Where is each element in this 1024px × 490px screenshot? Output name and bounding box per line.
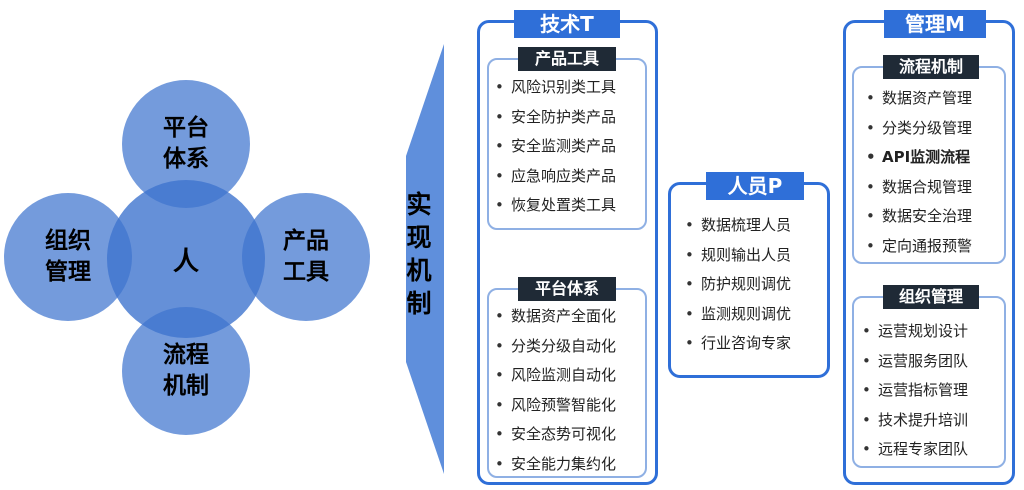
process-title: 流程机制 bbox=[883, 55, 979, 79]
list-item: 规则输出人员 bbox=[685, 241, 791, 271]
list-item: 远程专家团队 bbox=[862, 435, 968, 465]
arrow-char-2: 现 bbox=[406, 223, 432, 252]
list-item: 运营指标管理 bbox=[862, 376, 968, 406]
circle-product-line1: 产品 bbox=[283, 228, 329, 254]
list-item: 运营规划设计 bbox=[862, 317, 968, 347]
list-item: 运营服务团队 bbox=[862, 347, 968, 377]
circle-product-line2: 工具 bbox=[283, 259, 329, 285]
circle-product: 产品工具 bbox=[242, 193, 370, 321]
list-item: 安全监测类产品 bbox=[495, 132, 616, 162]
org-title: 组织管理 bbox=[883, 285, 979, 309]
arrow-char-1: 实 bbox=[406, 190, 432, 219]
list-item: 恢复处置类工具 bbox=[495, 191, 616, 221]
arrow-shape bbox=[406, 44, 444, 474]
circle-process-line1: 流程 bbox=[163, 342, 209, 368]
process-list: 数据资产管理 分类分级管理 API监测流程 数据合规管理 数据安全治理 定向通报… bbox=[866, 84, 972, 261]
circle-org-line2: 管理 bbox=[45, 259, 91, 285]
list-item: 行业咨询专家 bbox=[685, 329, 791, 359]
list-item: 安全能力集约化 bbox=[495, 450, 616, 480]
list-item: 监测规则调优 bbox=[685, 300, 791, 330]
arrow-char-4: 制 bbox=[406, 289, 432, 318]
arrow-label: 实 现 机 制 bbox=[404, 188, 434, 320]
list-item: 风险识别类工具 bbox=[495, 73, 616, 103]
list-item: 风险监测自动化 bbox=[495, 361, 616, 391]
circle-platform-line2: 体系 bbox=[163, 146, 209, 172]
circle-org-line1: 组织 bbox=[45, 228, 91, 254]
people-list: 数据梳理人员 规则输出人员 防护规则调优 监测规则调优 行业咨询专家 bbox=[685, 211, 791, 359]
list-item: 数据合规管理 bbox=[866, 173, 972, 203]
circle-process-line2: 机制 bbox=[163, 373, 209, 399]
list-item: 数据资产管理 bbox=[866, 84, 972, 114]
circle-people-label: 人 bbox=[172, 246, 199, 277]
list-item: 技术提升培训 bbox=[862, 406, 968, 436]
circle-people: 人 bbox=[107, 180, 265, 338]
list-item: 数据资产全面化 bbox=[495, 302, 616, 332]
list-item: 定向通报预警 bbox=[866, 232, 972, 262]
list-item: 防护规则调优 bbox=[685, 270, 791, 300]
list-item: API监测流程 bbox=[866, 143, 972, 173]
list-item: 数据安全治理 bbox=[866, 202, 972, 232]
platform-title: 平台体系 bbox=[518, 277, 616, 301]
list-item: 安全防护类产品 bbox=[495, 103, 616, 133]
product-tools-list: 风险识别类工具 安全防护类产品 安全监测类产品 应急响应类产品 恢复处置类工具 bbox=[495, 73, 616, 221]
management-title: 管理M bbox=[884, 10, 986, 38]
circle-platform-line1: 平台 bbox=[163, 115, 209, 141]
list-item: 数据梳理人员 bbox=[685, 211, 791, 241]
list-item: 应急响应类产品 bbox=[495, 162, 616, 192]
tech-title: 技术T bbox=[514, 10, 620, 38]
arrow-char-3: 机 bbox=[406, 256, 432, 285]
list-item: 分类分级自动化 bbox=[495, 332, 616, 362]
platform-list: 数据资产全面化 分类分级自动化 风险监测自动化 风险预警智能化 安全态势可视化 … bbox=[495, 302, 616, 479]
org-list: 运营规划设计 运营服务团队 运营指标管理 技术提升培训 远程专家团队 bbox=[862, 317, 968, 465]
list-item: 风险预警智能化 bbox=[495, 391, 616, 421]
list-item: 安全态势可视化 bbox=[495, 420, 616, 450]
list-item: 分类分级管理 bbox=[866, 114, 972, 144]
people-title: 人员P bbox=[706, 172, 804, 200]
product-tools-title: 产品工具 bbox=[518, 47, 616, 71]
